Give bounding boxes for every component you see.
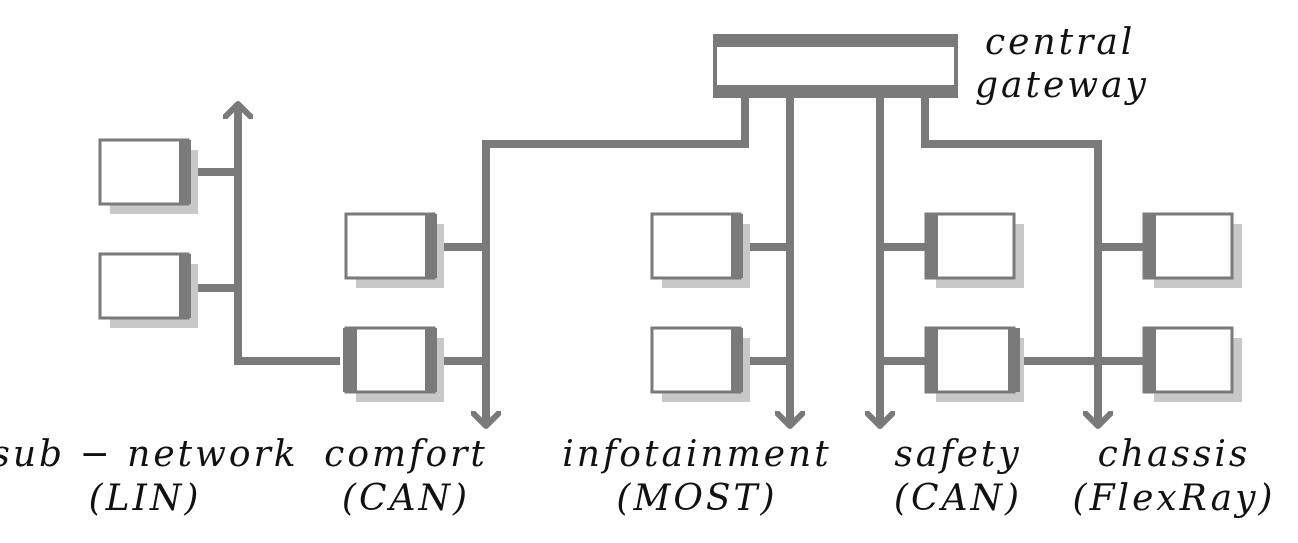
safety-network-name: safety [894, 434, 1021, 475]
ecu-nodes-right [98, 138, 750, 402]
gateway-label-line2: gateway [975, 65, 1149, 106]
ecu-node [1142, 212, 1242, 288]
labels: central gateway sub − network (LIN) comf… [0, 22, 1276, 519]
ecu-node [344, 212, 444, 288]
infotainment-network-protocol: (MOST) [616, 478, 777, 519]
ecu-node-safety-chassis-bridge [924, 326, 1024, 402]
chassis-network-name: chassis [1098, 434, 1251, 475]
infotainment-network-name: infotainment [562, 434, 831, 475]
ecu-node [98, 138, 198, 214]
ecu-node [650, 212, 750, 288]
comfort-network-name: comfort [324, 434, 488, 475]
chassis-network-protocol: (FlexRay) [1073, 478, 1276, 519]
chassis-bus [921, 98, 1098, 426]
lin-network-name: sub − network [0, 434, 299, 475]
bus-lines [190, 98, 1144, 426]
ecu-node [924, 212, 1024, 288]
gateway-label-line1: central [985, 22, 1135, 63]
ecu-node [1142, 326, 1242, 402]
ecu-node [98, 252, 198, 328]
lin-network-protocol: (LIN) [89, 478, 202, 519]
lin-bus [238, 104, 340, 365]
central-gateway [713, 34, 958, 98]
safety-network-protocol: (CAN) [894, 478, 1022, 519]
ecu-nodes-bridge [343, 326, 1024, 402]
comfort-bus [486, 98, 749, 426]
ecu-node [650, 326, 750, 402]
ecu-node-lin-gateway [343, 326, 444, 402]
ecu-nodes-left [924, 212, 1242, 402]
comfort-network-protocol: (CAN) [342, 478, 470, 519]
